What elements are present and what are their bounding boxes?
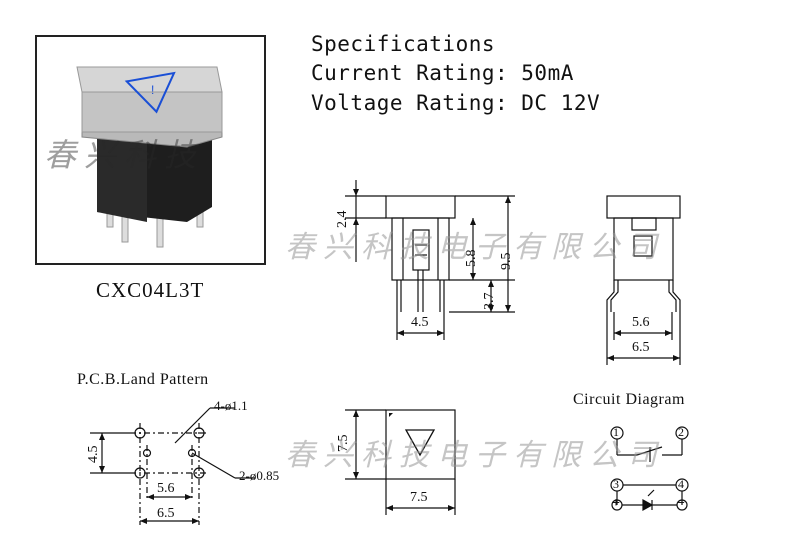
pcb-dim-height: 4.5 <box>86 445 101 464</box>
circuit-title: Circuit Diagram <box>573 391 685 408</box>
watermark-upper: 春兴科技电子有限公司 <box>285 230 665 265</box>
warning-triangle-icon <box>124 71 176 114</box>
watermark-photo: 春兴科技 <box>44 136 205 174</box>
circuit-pin-1: 1 <box>613 425 619 439</box>
spec-current: Current Rating: 50mA <box>311 61 574 85</box>
pcb-hole-large: 4-ø1.1 <box>214 398 248 413</box>
pcb-dim-outer: 6.5 <box>157 506 175 521</box>
watermark-lower: 春兴科技电子有限公司 <box>285 438 665 473</box>
circuit-minus: − <box>677 496 685 511</box>
dim-front-outer: 6.5 <box>632 340 650 355</box>
circuit-pin-4: 4 <box>678 477 684 491</box>
product-photo-frame: ! <box>35 35 266 265</box>
pcb-hole-small: 2-ø0.85 <box>239 468 280 483</box>
dim-front-inner: 5.6 <box>632 315 650 330</box>
svg-text:!: ! <box>151 83 154 97</box>
spec-voltage: Voltage Rating: DC 12V <box>311 91 601 115</box>
pcb-title: P.C.B.Land Pattern <box>77 371 209 388</box>
top-dim-width: 7.5 <box>410 490 428 505</box>
model-name: CXC04L3T <box>96 278 205 302</box>
circuit-pin-3: 3 <box>613 477 619 491</box>
circuit-plus: + <box>612 496 620 511</box>
spec-title: Specifications <box>311 32 496 56</box>
pcb-dim-inner: 5.6 <box>157 481 175 496</box>
circuit-pin-2: 2 <box>678 425 684 439</box>
dim-side-width: 4.5 <box>411 315 429 330</box>
product-photo: ! <box>76 66 223 248</box>
dim-pin-length: 3.7 <box>482 292 497 311</box>
